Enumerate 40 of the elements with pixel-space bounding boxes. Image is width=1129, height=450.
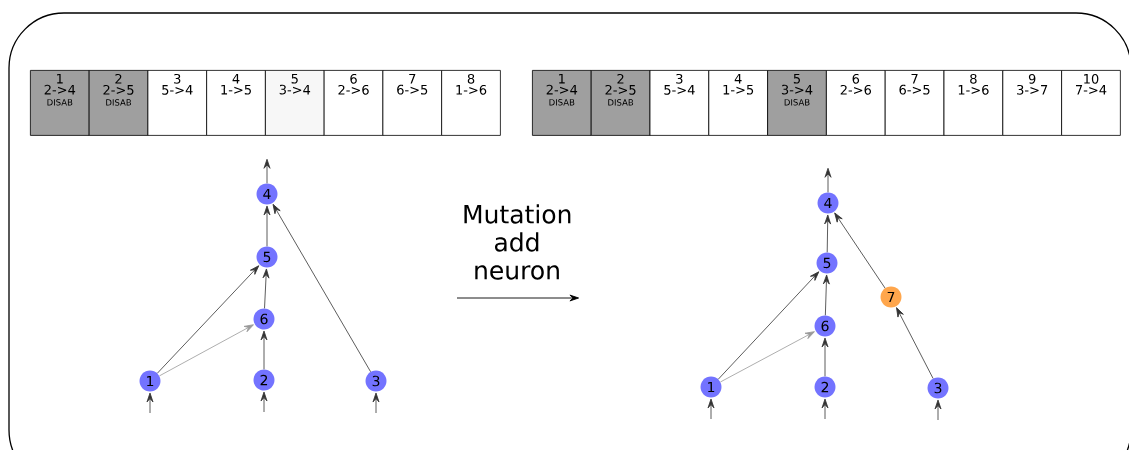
arrow [720, 331, 815, 383]
arrow [372, 392, 380, 414]
gene-cell: 4 1->5 [206, 70, 266, 136]
arrow [934, 399, 942, 421]
gene-cell: 4 1->5 [708, 70, 768, 136]
arrow [824, 214, 832, 253]
arrow [263, 205, 271, 247]
arrow [260, 391, 268, 413]
arrow [262, 268, 270, 309]
mutation-label: Mutation add neuron [464, 204, 571, 280]
gene-cell: 8 1->6 [943, 70, 1004, 136]
arrow [822, 274, 830, 316]
gene-cell: 9 3->7 [1002, 70, 1062, 136]
gene-cell: 3 5->4 [147, 70, 208, 136]
arrow [821, 398, 829, 420]
arrow [821, 337, 829, 377]
gene-cell: 6 2->6 [826, 70, 886, 136]
gene-cell: 6 2->6 [323, 70, 384, 136]
gene-cell: 10 7->4 [1061, 70, 1121, 136]
gene-cell: 7 6->5 [884, 70, 945, 136]
arrow [824, 167, 832, 193]
arrow [834, 212, 886, 289]
arrow [272, 203, 371, 373]
gene-cell: 5 3->4 DISAB [767, 70, 827, 136]
arrow [896, 307, 934, 379]
arrow [159, 324, 254, 377]
arrow [260, 330, 268, 370]
gene-cell: 1 2->4 DISAB [30, 70, 90, 136]
arrow [146, 392, 154, 414]
gene-cell: 3 5->4 [649, 70, 710, 136]
gene-cell: 1 2->4 DISAB [532, 70, 592, 136]
gene-cell: 2 2->5 DISAB [88, 70, 149, 136]
gene-cell: 5 3->4 [265, 70, 325, 136]
gene-cell: 7 6->5 [382, 70, 443, 136]
arrow [156, 265, 260, 374]
gene-cell: 2 2->5 DISAB [590, 70, 651, 136]
arrow [707, 398, 715, 420]
arrow [717, 271, 820, 380]
arrow [263, 158, 271, 184]
gene-cell: 8 1->6 [441, 70, 501, 136]
